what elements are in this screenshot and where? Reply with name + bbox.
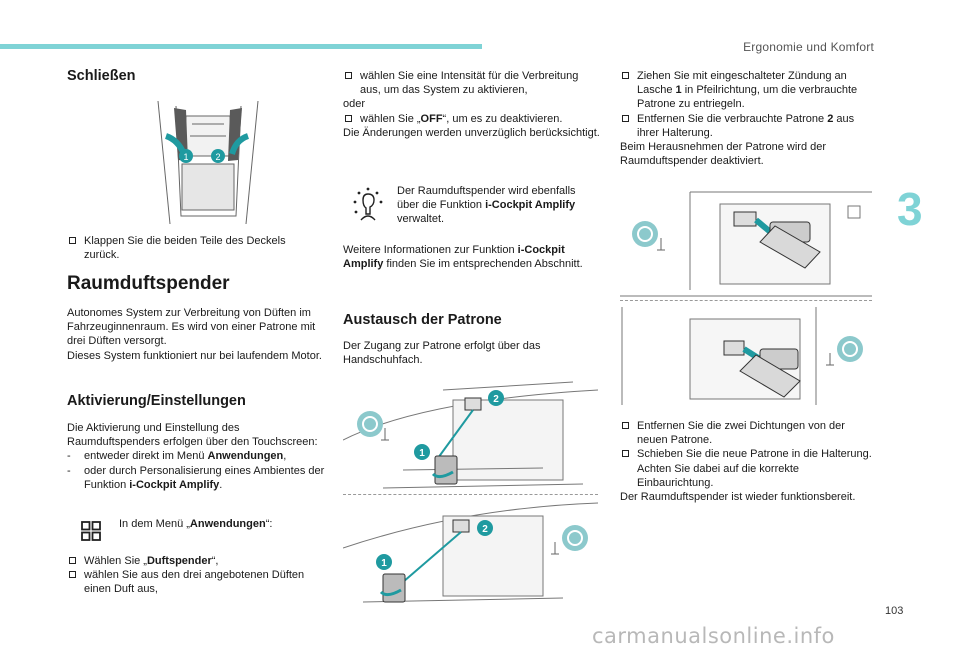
column-3-text-lower: Entfernen Sie die zwei Dichtungen von de… (620, 419, 872, 504)
chapter-number: 3 (897, 183, 923, 235)
column-1-text: Klappen Sie die beiden Teile des Deckels… (67, 234, 317, 262)
glovebox-illustration-right: 2 1 (343, 498, 598, 606)
callout-2-label: 2 (493, 394, 499, 405)
cartridge-insert-illustration-right (620, 305, 872, 413)
page-number: 103 (885, 605, 904, 617)
intensity-step: wählen Sie eine Intensität für die Verbr… (343, 69, 601, 97)
or-text: oder (343, 98, 366, 111)
changes-text: Die Änderungen werden unverzüglich berüc… (343, 126, 600, 139)
watermark: carmanualsonline.info (592, 624, 835, 648)
select-fragrance-step: Wählen Sie „Duftspender“, (67, 554, 325, 568)
cartridge-removal-illustration-left (620, 190, 872, 298)
callout-1-label: 1 (419, 448, 425, 459)
choose-fragrance-step: wählen Sie aus den drei angebotenen Düft… (67, 568, 325, 596)
access-text: Der Zugang zur Patrone erfolgt über das … (343, 340, 541, 367)
off-step: wählen Sie „OFF“, um es zu deaktivieren. (343, 112, 601, 126)
callout-1-label: 1 (183, 152, 188, 162)
section-title: Ergonomie und Komfort (743, 40, 874, 54)
remove-seals-step: Entfernen Sie die zwei Dichtungen von de… (620, 419, 872, 447)
callout-2-label: 2 (215, 152, 220, 162)
intro-paragraph-1: Autonomes System zur Verbreitung von Düf… (67, 307, 316, 348)
figure-separator (620, 300, 872, 301)
settings-block: Die Aktivierung und Einstellung des Raum… (67, 421, 325, 492)
callout-1 (179, 149, 193, 163)
figure-separator (343, 494, 598, 495)
remove-cartridge-step: Entfernen Sie die verbrauchte Patrone 2 … (620, 112, 872, 140)
column-3-text: Ziehen Sie mit eingeschalteter Zündung a… (620, 69, 872, 168)
deactivated-text: Beim Herausnehmen der Patrone wird der R… (620, 141, 827, 168)
apps-grid-icon (81, 521, 101, 541)
callout-2-label: 2 (482, 524, 488, 535)
heading-fragrance-dispenser: Raumduftspender (67, 273, 230, 294)
callout-2 (211, 149, 225, 163)
settings-intro: Die Aktivierung und Einstellung des Raum… (67, 422, 318, 449)
intro-block: Autonomes System zur Verbreitung von Düf… (67, 306, 325, 363)
intro-paragraph-2: Dieses System funktioniert nur bei laufe… (67, 349, 322, 362)
ready-text: Der Raumduftspender ist wieder funktions… (620, 491, 856, 504)
insert-cartridge-step: Schieben Sie die neue Patrone in die Hal… (620, 447, 872, 490)
heading-close: Schließen (67, 68, 136, 84)
column-2-text: wählen Sie eine Intensität für die Verbr… (343, 69, 601, 140)
header-accent-bar (0, 44, 482, 49)
more-info-text: Weitere Informationen zur Funktion i-Coc… (343, 244, 583, 271)
console-lid-illustration: 1 2 (148, 96, 268, 226)
information-person-icon (353, 187, 383, 221)
settings-option-1: entweder direkt im Menü Anwendungen, (67, 449, 325, 463)
glovebox-illustration-left: 2 1 (343, 380, 598, 492)
selection-steps: Wählen Sie „Duftspender“, wählen Sie aus… (67, 554, 325, 597)
heading-settings: Aktivierung/Einstellungen (67, 393, 246, 409)
amplify-note: Der Raumduftspender wird ebenfalls über … (397, 185, 576, 226)
pull-tab-step: Ziehen Sie mit eingeschalteter Zündung a… (620, 69, 872, 112)
heading-replace-cartridge: Austausch der Patrone (343, 312, 502, 328)
close-step: Klappen Sie die beiden Teile des Deckels… (67, 234, 317, 262)
callout-1-label: 1 (381, 558, 387, 569)
settings-option-2: oder durch Personalisierung eines Ambien… (67, 464, 325, 492)
menu-instruction: In dem Menü „Anwendungen“: (119, 518, 273, 530)
